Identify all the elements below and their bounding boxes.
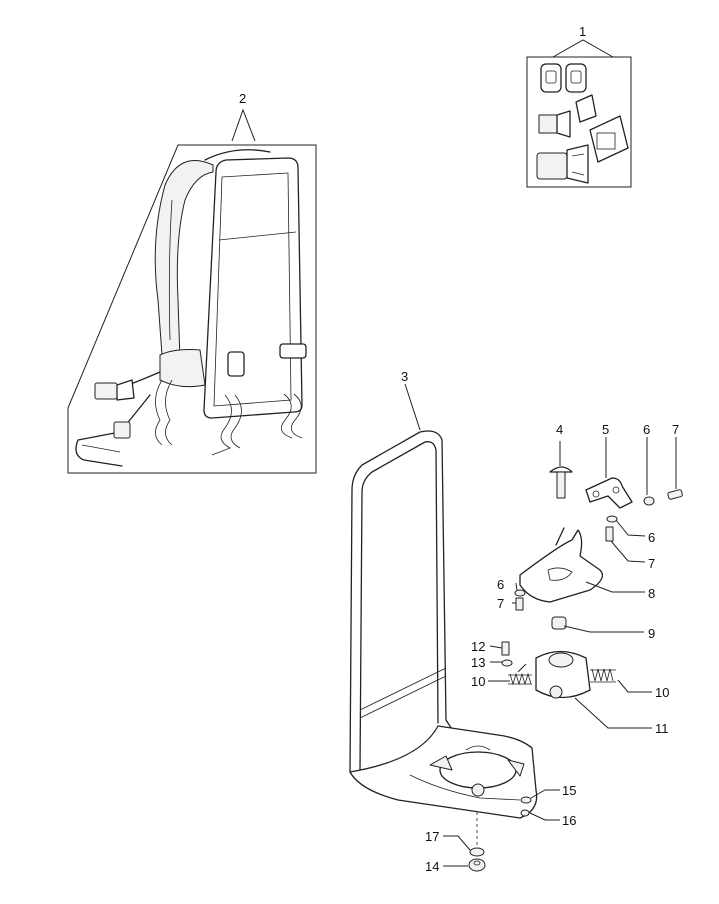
callout-9: 9 bbox=[648, 626, 655, 641]
part-3-backpack-frame bbox=[349, 430, 538, 819]
callout-5: 5 bbox=[602, 422, 609, 437]
part-6-7-mid bbox=[605, 515, 618, 542]
callout-labels: 1 2 3 4 5 6 7 6 7 8 6 7 9 12 13 10 10 11… bbox=[239, 24, 679, 874]
callout-7-left: 7 bbox=[497, 596, 504, 611]
part-10-springs bbox=[508, 668, 616, 686]
callout-1: 1 bbox=[579, 24, 586, 39]
callout-12: 12 bbox=[471, 639, 485, 654]
callout-17: 17 bbox=[425, 829, 439, 844]
part-15-16-nut-washer bbox=[520, 796, 532, 817]
callout-6-mid: 6 bbox=[648, 530, 655, 545]
callout-6-left: 6 bbox=[497, 577, 504, 592]
callout-4: 4 bbox=[556, 422, 563, 437]
callout-10-left: 10 bbox=[471, 674, 485, 689]
part-9-bushing bbox=[551, 616, 567, 630]
callout-13: 13 bbox=[471, 655, 485, 670]
part-8-mount-bracket bbox=[519, 527, 604, 603]
callout-2: 2 bbox=[239, 91, 246, 106]
part-1-buckle-kit bbox=[526, 39, 632, 188]
callout-16: 16 bbox=[562, 813, 576, 828]
part-7-bolt-top bbox=[667, 489, 683, 500]
callout-7-top: 7 bbox=[672, 422, 679, 437]
part-6-7-left bbox=[514, 589, 526, 611]
callout-10-right: 10 bbox=[655, 685, 669, 700]
leader-lines bbox=[404, 383, 677, 867]
callout-11: 11 bbox=[655, 721, 669, 736]
callout-14: 14 bbox=[425, 859, 439, 874]
callout-6-top: 6 bbox=[643, 422, 650, 437]
callout-8: 8 bbox=[648, 586, 655, 601]
part-5-bracket bbox=[585, 477, 633, 509]
callout-15: 15 bbox=[562, 783, 576, 798]
part-4-screw bbox=[549, 466, 573, 499]
part-11-pivot-housing bbox=[535, 650, 591, 699]
callout-3: 3 bbox=[401, 369, 408, 384]
part-2-harness-assembly bbox=[67, 108, 317, 474]
callout-7-mid: 7 bbox=[648, 556, 655, 571]
part-6-washer-top bbox=[643, 496, 655, 506]
part-17-14-nut-washer bbox=[468, 812, 486, 872]
part-12-13-screw-washer bbox=[501, 641, 513, 667]
